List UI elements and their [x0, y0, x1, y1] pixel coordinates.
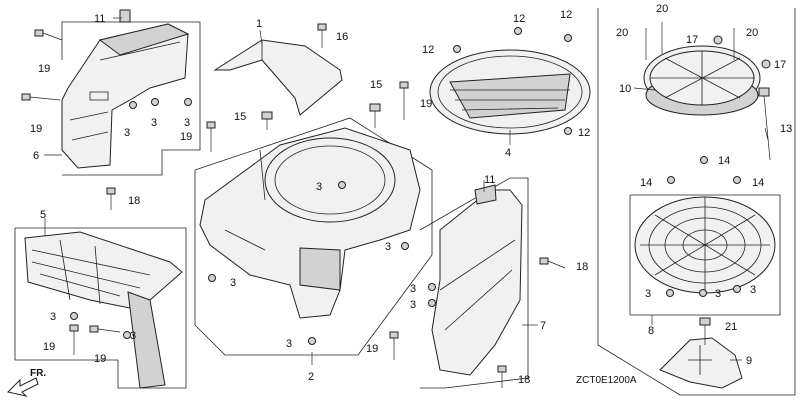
callout-19: 19 [420, 98, 432, 110]
frame-part-5-group [14, 227, 187, 389]
fan-part-10 [643, 45, 761, 116]
callout-3: 3 [286, 338, 292, 350]
callout-2: 2 [308, 371, 314, 383]
frame-right-panel [597, 8, 796, 396]
callout-3: 3 [50, 311, 56, 323]
callout-3: 3 [385, 241, 391, 253]
callout-15: 15 [234, 111, 246, 123]
callout-3: 3 [316, 181, 322, 193]
callout-14: 14 [718, 155, 730, 167]
callout-11: 11 [94, 13, 105, 25]
shroud-part-2 [199, 127, 421, 319]
callout-3: 3 [410, 283, 416, 295]
callout-15: 15 [370, 79, 382, 91]
frame-part-6-group [61, 21, 201, 176]
bracket-part-9 [659, 337, 743, 389]
callout-8: 8 [648, 325, 654, 337]
callout-18: 18 [576, 261, 588, 273]
callout-5: 5 [40, 209, 46, 221]
callout-20: 20 [656, 3, 668, 15]
callout-3: 3 [715, 288, 721, 300]
callout-3: 3 [645, 288, 651, 300]
callout-20: 20 [616, 27, 628, 39]
callout-4: 4 [505, 147, 511, 159]
diagram-code: ZCT0E1200A [576, 375, 637, 386]
callout-1: 1 [256, 18, 262, 30]
callout-17: 17 [686, 34, 698, 46]
callout-labels: 1 2 3 3 3 3 3 3 3 3 3 3 3 3 3 3 4 5 6 7 … [30, 3, 792, 386]
callout-19: 19 [94, 353, 106, 365]
callout-18: 18 [518, 374, 530, 386]
callout-10: 10 [619, 83, 631, 95]
fasteners [21, 22, 771, 388]
bolt-part-13 [758, 87, 771, 161]
shroud-part-6 [61, 9, 190, 169]
callout-11: 11 [484, 174, 495, 186]
callout-3: 3 [130, 330, 136, 342]
callout-12: 12 [578, 127, 590, 139]
callout-18: 18 [128, 195, 140, 207]
grille-part-8 [634, 196, 776, 294]
callout-3: 3 [410, 299, 416, 311]
callout-21: 21 [725, 321, 737, 333]
callout-19: 19 [30, 123, 42, 135]
callout-17: 17 [774, 59, 786, 71]
callout-20: 20 [746, 27, 758, 39]
callout-6: 6 [33, 150, 39, 162]
callout-19: 19 [366, 343, 378, 355]
callout-3: 3 [750, 284, 756, 296]
frame-part-2-group [194, 117, 433, 356]
shroud-part-7 [431, 184, 523, 376]
front-direction-label: FR. [30, 368, 46, 379]
callout-3: 3 [230, 277, 236, 289]
callout-leaders [44, 17, 769, 365]
callout-19: 19 [180, 131, 192, 143]
callout-14: 14 [752, 177, 764, 189]
cover-part-1 [213, 39, 343, 116]
callout-12: 12 [513, 13, 525, 25]
callout-19: 19 [43, 341, 55, 353]
screen-grid-part-4 [429, 49, 591, 135]
callout-13: 13 [780, 123, 792, 135]
callout-7: 7 [540, 320, 546, 332]
callout-9: 9 [746, 355, 752, 367]
callout-3: 3 [151, 117, 157, 129]
callout-3: 3 [124, 127, 130, 139]
callout-16: 16 [336, 31, 348, 43]
front-direction-arrow-icon: FR. [7, 368, 46, 397]
shroud-part-5 [24, 231, 183, 389]
callout-12: 12 [560, 9, 572, 21]
callout-3: 3 [184, 117, 190, 129]
callout-14: 14 [640, 177, 652, 189]
callout-19: 19 [38, 63, 50, 75]
callout-12: 12 [422, 44, 434, 56]
